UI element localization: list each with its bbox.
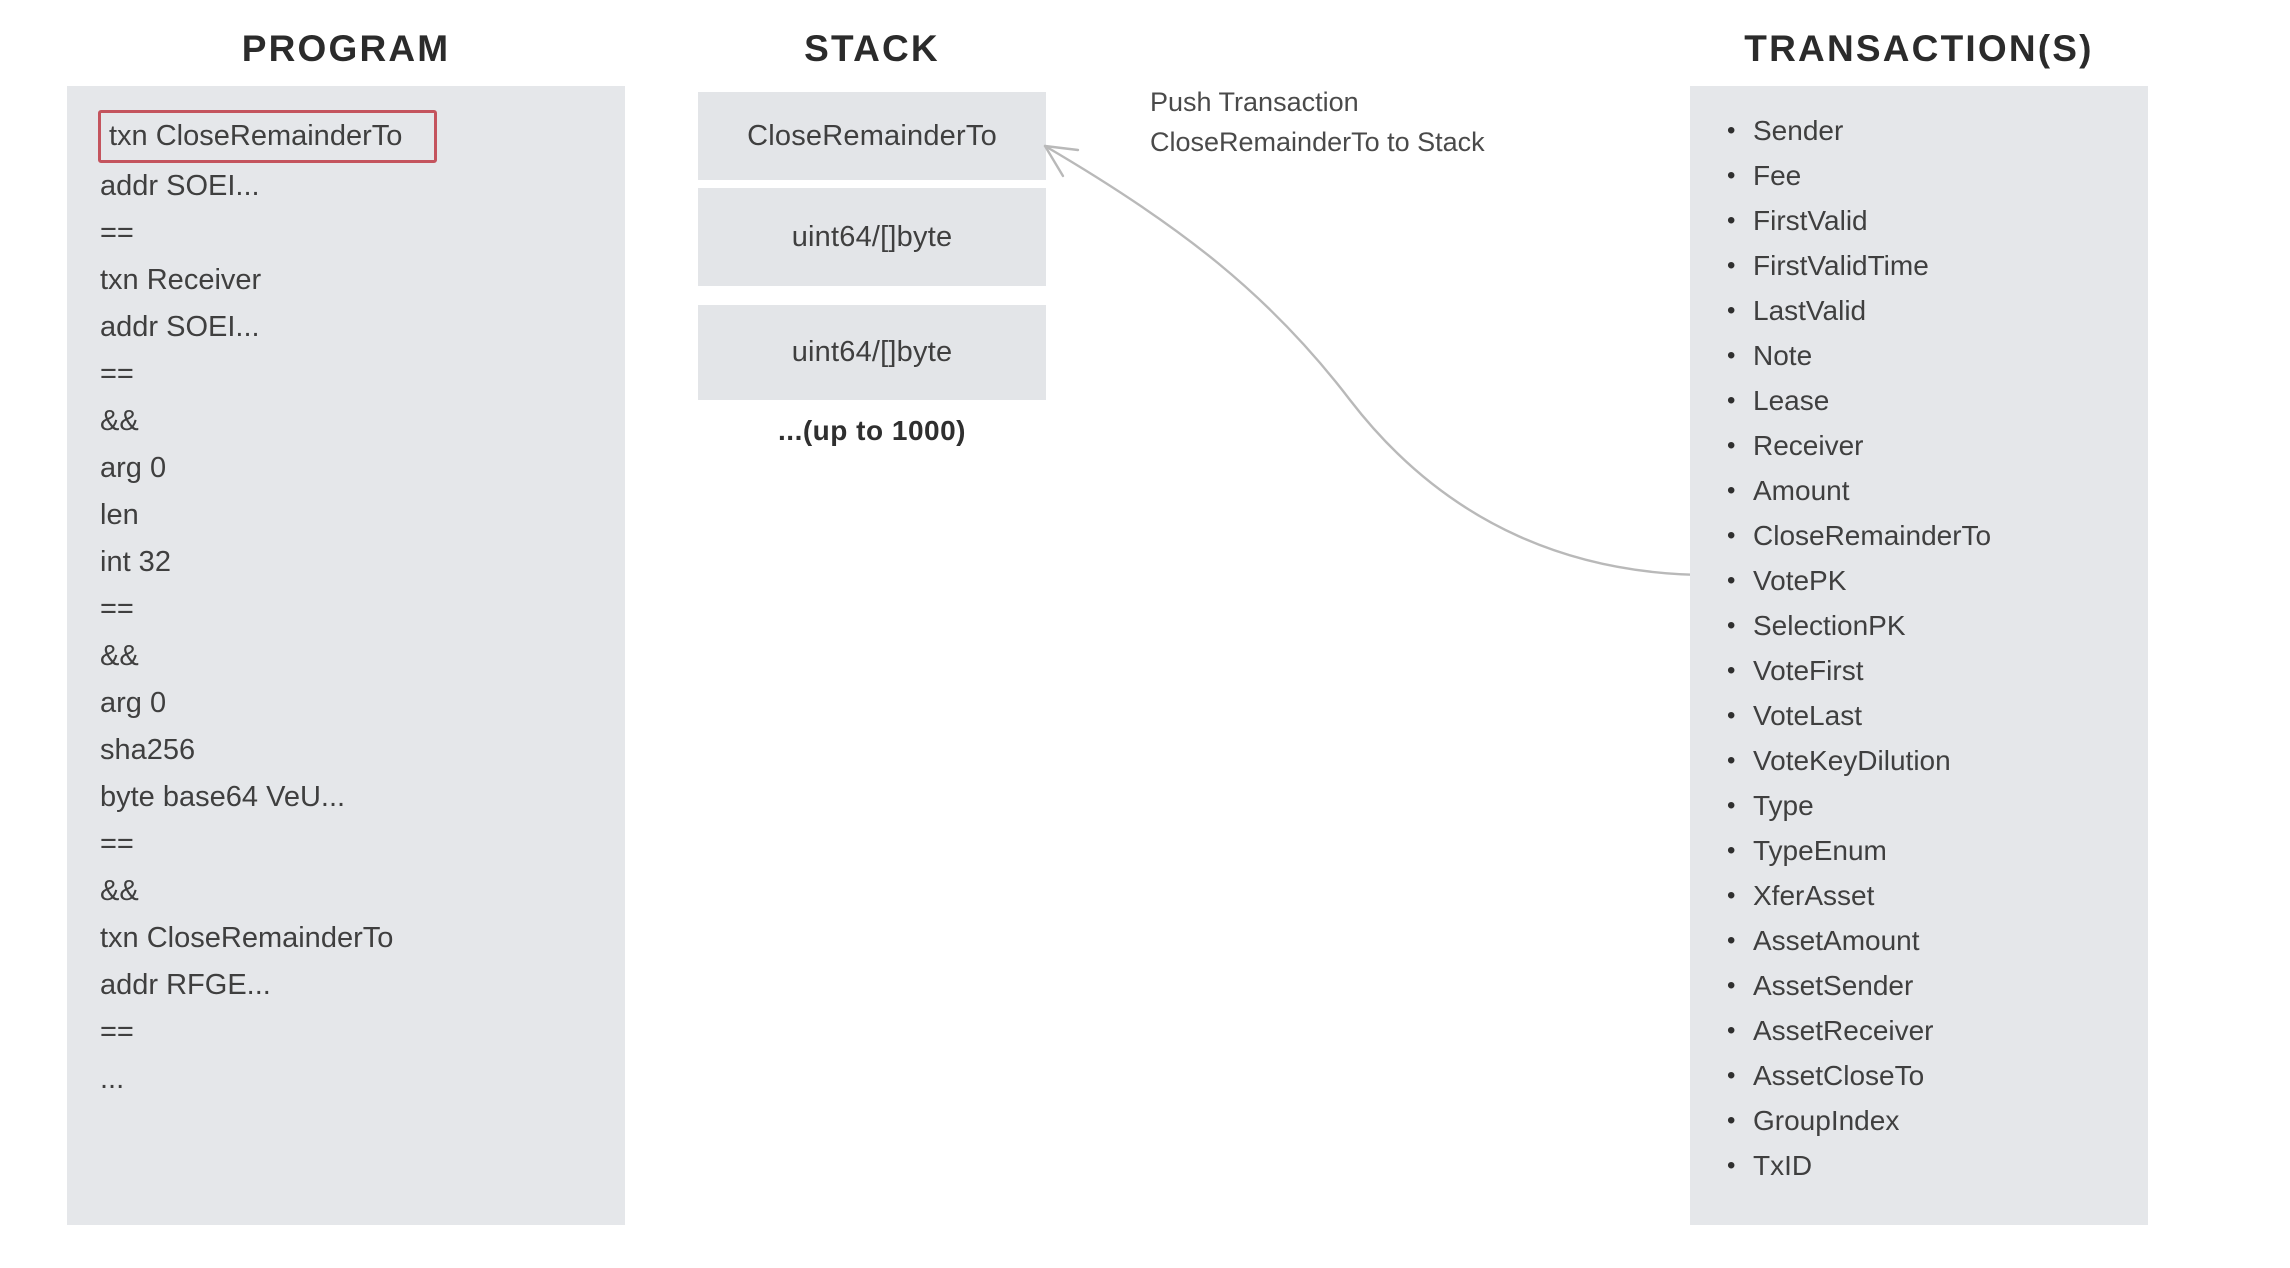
transaction-field-item: VoteKeyDilution	[1727, 738, 2136, 783]
transaction-field-item: LastValid	[1727, 288, 2136, 333]
transaction-field-item: FirstValidTime	[1727, 243, 2136, 288]
transaction-field-item: XferAsset	[1727, 873, 2136, 918]
program-panel: txn CloseRemainderTo addr SOEI... == txn Re…	[67, 86, 625, 1225]
program-line: addr SOEI...	[100, 311, 260, 343]
transaction-field-item: Sender	[1727, 108, 2136, 153]
transaction-field-item: Receiver	[1727, 423, 2136, 468]
program-line: byte base64 VeU...	[100, 781, 346, 813]
program-line-highlighted: txn CloseRemainderTo	[98, 110, 437, 163]
transaction-field-item: SelectionPK	[1727, 603, 2136, 648]
program-line: &&	[100, 875, 139, 907]
transaction-field-item: TypeEnum	[1727, 828, 2136, 873]
stack-cell-middle: uint64/[]byte	[698, 188, 1046, 286]
transaction-field-item: Fee	[1727, 153, 2136, 198]
program-line: ...	[100, 1063, 125, 1095]
stack-cell-top: CloseRemainderTo	[698, 92, 1046, 180]
push-transaction-arrow-icon	[1043, 144, 1710, 577]
program-line: ==	[100, 1016, 134, 1048]
stack-cell-bottom: uint64/[]byte	[698, 305, 1046, 400]
program-line: &&	[100, 640, 139, 672]
program-line: ==	[100, 217, 134, 249]
program-line: addr SOEI...	[100, 170, 260, 202]
transaction-field-item: AssetSender	[1727, 963, 2136, 1008]
annotation-line-1: Push Transaction	[1150, 87, 1359, 117]
annotation-line-2: CloseRemainderTo to Stack	[1150, 127, 1485, 157]
program-line: ==	[100, 593, 134, 625]
transaction-field-item: GroupIndex	[1727, 1098, 2136, 1143]
transaction-field-item: TxID	[1727, 1143, 2136, 1188]
transaction-field-item: AssetAmount	[1727, 918, 2136, 963]
program-line: ==	[100, 828, 134, 860]
transaction-field-item: Lease	[1727, 378, 2136, 423]
transaction-field-item: AssetReceiver	[1727, 1008, 2136, 1053]
push-transaction-annotation: Push Transaction CloseRemainderTo to Sta…	[1150, 82, 1610, 162]
program-line: sha256	[100, 734, 196, 766]
program-line: txn Receiver	[100, 264, 262, 296]
program-line: len	[100, 499, 139, 531]
transaction-field-item: AssetCloseTo	[1727, 1053, 2136, 1098]
stack-column-heading: STACK	[804, 28, 940, 69]
program-column-heading: PROGRAM	[241, 28, 451, 69]
transaction-field-item: Amount	[1727, 468, 2136, 513]
transaction-field-item: CloseRemainderTo	[1727, 513, 2136, 558]
program-line: addr RFGE...	[100, 969, 271, 1001]
program-line: &&	[100, 405, 139, 437]
program-line: txn CloseRemainderTo	[100, 922, 394, 954]
transaction-field-item: VoteFirst	[1727, 648, 2136, 693]
transaction-column-heading: TRANSACTION(S)	[1744, 28, 2094, 69]
program-line: arg 0	[100, 687, 167, 719]
stack-capacity-note: ...(up to 1000)	[778, 415, 966, 446]
transaction-field-item: FirstValid	[1727, 198, 2136, 243]
program-line: int 32	[100, 546, 171, 578]
transaction-field-item: Type	[1727, 783, 2136, 828]
transaction-panel: SenderFeeFirstValidFirstValidTimeLastVal…	[1690, 86, 2148, 1225]
transaction-field-item: Note	[1727, 333, 2136, 378]
transaction-field-list: SenderFeeFirstValidFirstValidTimeLastVal…	[1727, 108, 2136, 1188]
transaction-field-item: VoteLast	[1727, 693, 2136, 738]
program-line: arg 0	[100, 452, 167, 484]
program-line: ==	[100, 358, 134, 390]
program-instruction-list: txn CloseRemainderTo addr SOEI... == txn Re…	[98, 110, 615, 1103]
transaction-field-item: VotePK	[1727, 558, 2136, 603]
